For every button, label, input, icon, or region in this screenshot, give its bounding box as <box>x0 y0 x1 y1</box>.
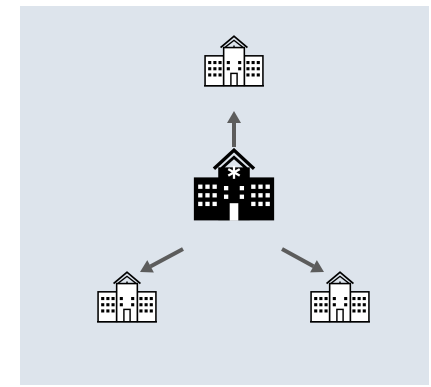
arrow-head <box>310 260 324 273</box>
arrow-shaft <box>149 247 184 269</box>
arrow-center-to-top <box>227 111 241 147</box>
arrow-center-to-bottom-left <box>140 247 184 273</box>
arrow-center-to-bottom-right <box>281 247 324 273</box>
arrow-head <box>140 260 154 273</box>
edges-layer <box>140 111 324 273</box>
hub-diagram <box>20 6 429 385</box>
diagram-panel <box>20 6 429 385</box>
arrow-shaft <box>281 247 315 268</box>
arrow-head <box>227 111 241 123</box>
